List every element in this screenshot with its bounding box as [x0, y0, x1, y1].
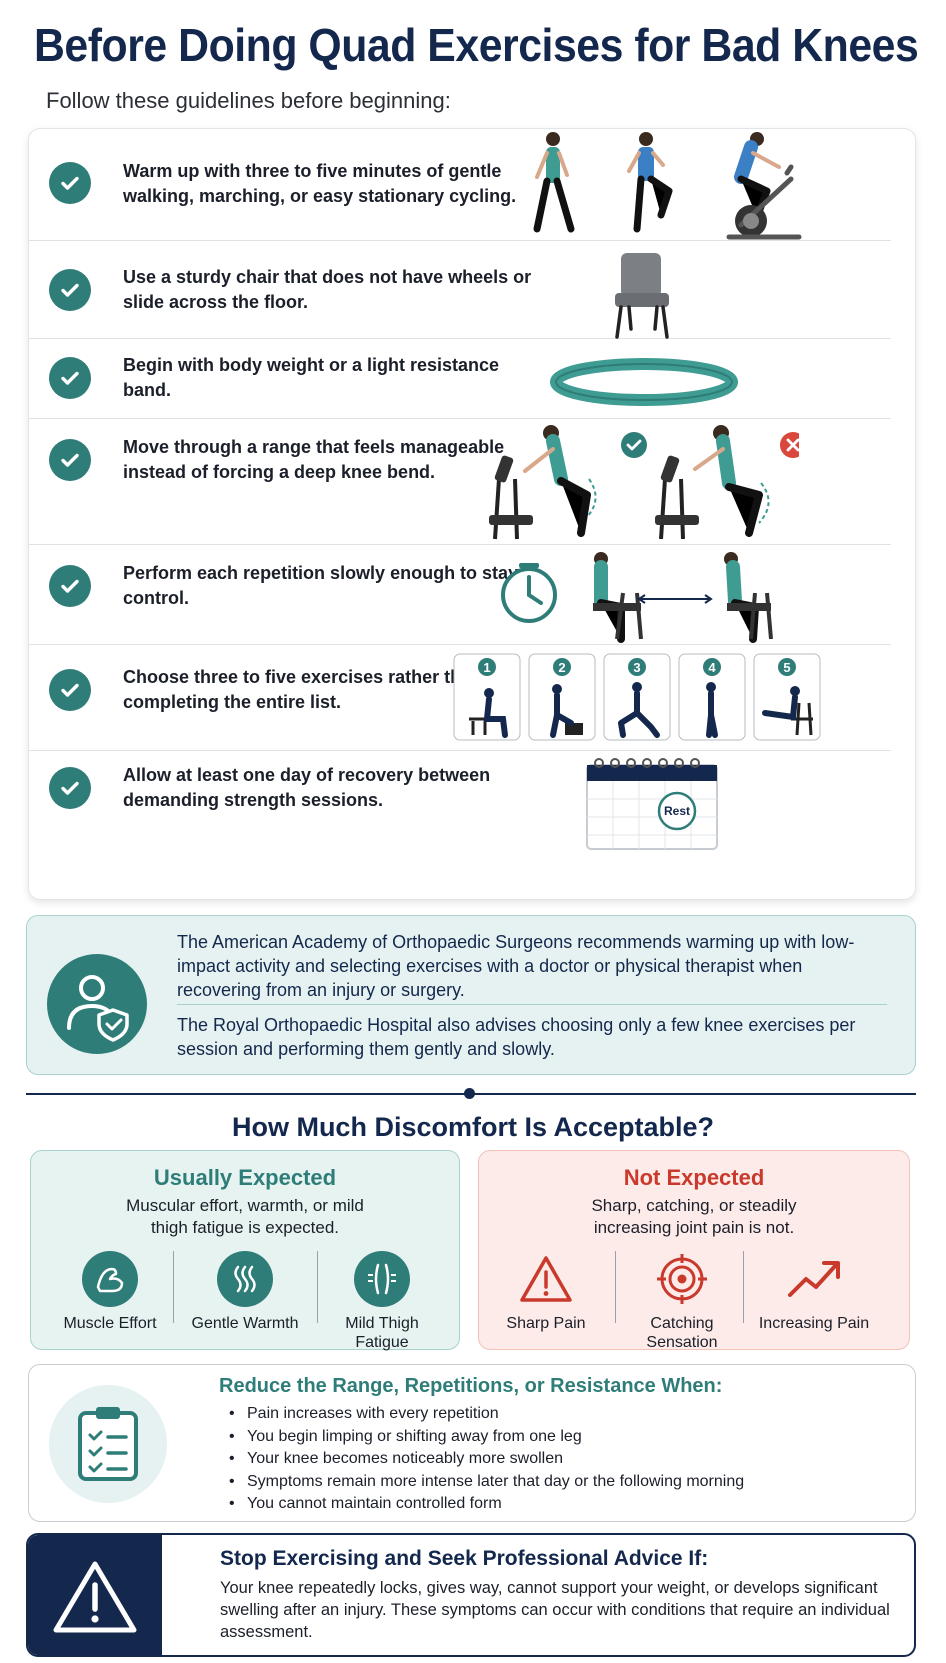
reduce-list: Pain increases with every repetition You… [229, 1403, 744, 1516]
checklist-row: Warm up with three to five minutes of ge… [29, 129, 891, 241]
not-expected-item: Sharp Pain [481, 1251, 611, 1333]
not-expected-item: Increasing Pain [749, 1251, 879, 1333]
info-divider [177, 1004, 887, 1005]
checklist-row: Allow at least one day of recovery betwe… [29, 751, 891, 899]
expected-item-label: Muscle Effort [63, 1315, 157, 1332]
reduce-title: Reduce the Range, Repetitions, or Resist… [219, 1375, 723, 1397]
not-expected-title: Not Expected [623, 1165, 765, 1190]
check-icon [49, 767, 91, 809]
checklist-row: Begin with body weight or a light resist… [29, 339, 891, 419]
trend-up-icon [786, 1251, 842, 1307]
stop-band [28, 1535, 162, 1655]
expected-item: Gentle Warmth [180, 1251, 310, 1333]
exercise-step-4 [678, 653, 746, 741]
not-expected-panel: Not Expected Sharp, catching, or steadil… [478, 1150, 910, 1352]
check-icon [49, 269, 91, 311]
not-expected-item-label: Catching Sensation [646, 1315, 718, 1351]
exercise-step-3 [603, 653, 671, 741]
checklist-text: Warm up with three to five minutes of ge… [123, 161, 517, 206]
exercise-options: 1 2 3 4 5 [453, 653, 823, 743]
exercise-step-2 [528, 653, 596, 741]
divider-dot [464, 1088, 475, 1099]
slow-repetition-illustration [501, 552, 773, 643]
expected-item: Mild Thigh Fatigue [317, 1251, 447, 1352]
calendar-icon: Rest [586, 758, 718, 850]
expert-recommendation-box: The American Academy of Orthopaedic Surg… [26, 915, 916, 1075]
list-item: Symptoms remain more intense later that … [229, 1471, 744, 1494]
expected-panel: Usually Expected Muscular effort, warmth… [30, 1150, 460, 1352]
item-divider [317, 1251, 318, 1323]
clipboard-checklist-icon [49, 1385, 167, 1503]
not-expected-item: Catching Sensation [617, 1251, 747, 1352]
reduce-box: Reduce the Range, Repetitions, or Resist… [28, 1364, 916, 1522]
stop-box: Stop Exercising and Seek Professional Ad… [26, 1533, 916, 1657]
list-item: You cannot maintain controlled form [229, 1493, 744, 1516]
discomfort-heading: How Much Discomfort Is Acceptable? [231, 1112, 715, 1142]
exercise-step-1 [453, 653, 521, 741]
list-item: Your knee becomes noticeably more swolle… [229, 1448, 744, 1471]
checklist-card: Warm up with three to five minutes of ge… [28, 128, 916, 900]
calendar-rest-label: Rest [664, 804, 690, 818]
checklist-text: Begin with body weight or a light resist… [123, 355, 500, 400]
page-subtitle: Follow these guidelines before beginning… [46, 88, 451, 113]
checklist-text: Use a sturdy chair that does not have wh… [123, 267, 532, 312]
item-divider [743, 1251, 744, 1323]
check-icon [49, 669, 91, 711]
muscle-icon [82, 1251, 138, 1307]
page-title: Before Doing Quad Exercises for Bad Knee… [34, 19, 919, 71]
check-icon [49, 357, 91, 399]
checklist-row: Perform each repetition slowly enough to… [29, 545, 891, 645]
expected-title: Usually Expected [153, 1165, 337, 1190]
thigh-icon [354, 1251, 410, 1307]
checklist-text: Choose three to five exercises rather th… [123, 667, 483, 712]
warmth-icon [217, 1251, 273, 1307]
shield-user-icon [47, 954, 147, 1054]
checklist-row: Choose three to five exercises rather th… [29, 645, 891, 751]
squat-comparison-illustration [489, 425, 799, 540]
chair-illustration [615, 253, 669, 339]
checklist-text: Move through a range that feels manageab… [123, 437, 505, 482]
not-expected-item-label: Sharp Pain [506, 1315, 586, 1332]
warmup-illustration [533, 132, 802, 240]
check-icon [49, 162, 91, 204]
exercise-step-number: 5 [783, 660, 790, 675]
check-icon [49, 439, 91, 481]
item-divider [615, 1251, 616, 1323]
item-divider [173, 1251, 174, 1323]
warning-icon [53, 1561, 137, 1633]
expected-item: Muscle Effort [45, 1251, 175, 1333]
checklist-text: Allow at least one day of recovery betwe… [123, 765, 491, 810]
exercise-step-number: 1 [483, 660, 490, 675]
checklist-row: Use a sturdy chair that does not have wh… [29, 241, 891, 339]
checklist-text: Perform each repetition slowly enough to… [123, 563, 540, 608]
aaos-recommendation: The American Academy of Orthopaedic Surg… [177, 932, 855, 1000]
expected-item-label: Gentle Warmth [191, 1315, 299, 1332]
exercise-step-number: 3 [633, 660, 640, 675]
exercise-step-5 [753, 653, 821, 741]
check-icon [49, 565, 91, 607]
stop-text: Your knee repeatedly locks, gives way, c… [220, 1579, 890, 1641]
list-item: Pain increases with every repetition [229, 1403, 744, 1426]
not-expected-item-label: Increasing Pain [758, 1315, 870, 1332]
list-item: You begin limping or shifting away from … [229, 1426, 744, 1449]
warning-icon [518, 1251, 574, 1307]
checklist-row: Move through a range that feels manageab… [29, 419, 891, 545]
expected-item-label: Mild Thigh Fatigue [345, 1315, 419, 1351]
exercise-step-number: 4 [708, 660, 716, 675]
exercise-step-number: 2 [558, 660, 565, 675]
roh-recommendation: The Royal Orthopaedic Hospital also advi… [177, 1015, 856, 1059]
expected-description: Muscular effort, warmth, or mild thigh f… [126, 1196, 364, 1237]
not-expected-description: Sharp, catching, or steadily increasing … [591, 1196, 797, 1237]
target-icon [654, 1251, 710, 1307]
stop-title: Stop Exercising and Seek Professional Ad… [220, 1547, 709, 1570]
resistance-band-illustration [550, 358, 738, 406]
